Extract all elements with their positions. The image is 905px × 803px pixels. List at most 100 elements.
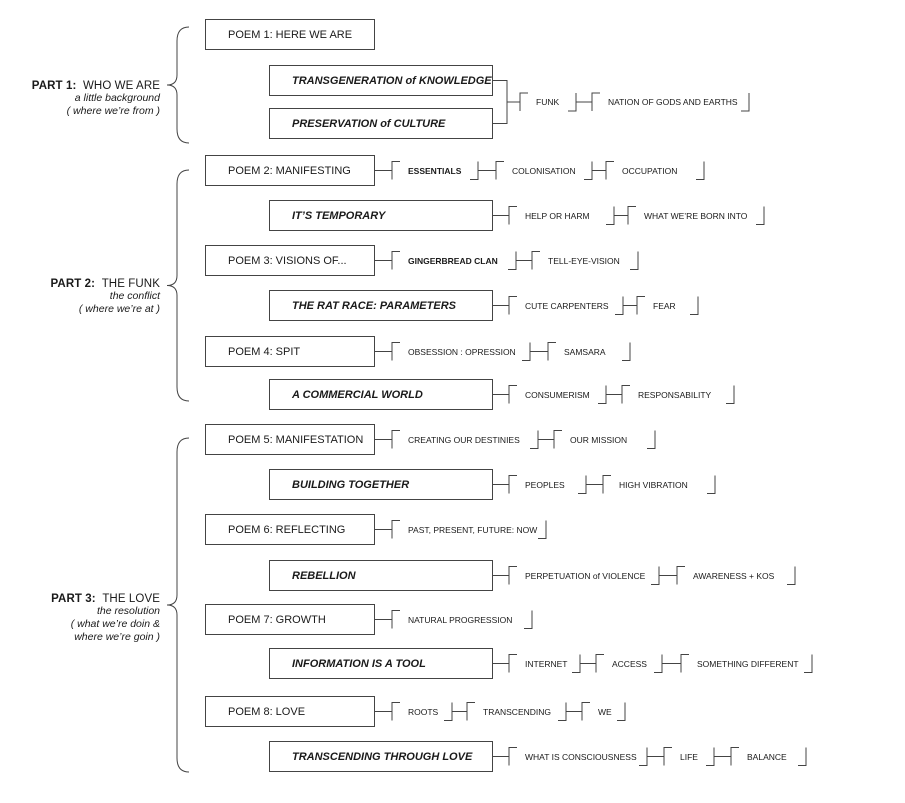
section-box: A COMMERCIAL WORLD (269, 379, 493, 410)
tag-label: SAMSARA (564, 346, 606, 357)
part-3-note: ( what we’re doin & (70, 618, 160, 630)
tag-label: PAST, PRESENT, FUTURE: NOW (408, 524, 538, 535)
section-title: INFORMATION IS A TOOL (292, 657, 426, 670)
tag-label-close (606, 207, 614, 225)
tag-label-close (696, 162, 704, 180)
tag-label-open (509, 748, 517, 766)
tag-label-open (677, 567, 685, 585)
tag-label: INTERNET (525, 658, 568, 669)
part-3-note-line2: where we’re goin ) (74, 631, 160, 643)
poem-title: POEM 7: GROWTH (228, 613, 326, 626)
tag-label-close (558, 703, 566, 721)
tag-label-open (603, 476, 611, 494)
section-title: IT’S TEMPORARY (292, 209, 386, 222)
part-2-note: ( where we’re at ) (78, 303, 160, 315)
tag-label-close (639, 748, 647, 766)
tag-label-open (509, 297, 517, 315)
section-box: REBELLION (269, 560, 493, 591)
poem-box: POEM 7: GROWTH (205, 604, 375, 635)
tag-label: PERPETUATION of VIOLENCE (525, 570, 646, 581)
section-title: BUILDING TOGETHER (292, 478, 410, 491)
tag-label-open (582, 703, 590, 721)
tag-label: FEAR (653, 300, 676, 311)
tag-label-open (509, 476, 517, 494)
tag-label: WE (598, 706, 612, 717)
tag-label: WHAT IS CONSCIOUSNESS (525, 751, 637, 762)
tag-label-close (584, 162, 592, 180)
tag-label-open (496, 162, 504, 180)
tag-label-open (637, 297, 645, 315)
poem-title: POEM 8: LOVE (228, 705, 306, 718)
poem-box: POEM 6: REFLECTING (205, 514, 375, 545)
part-1-heading: PART 1: WHO WE ARE a little background (… (0, 80, 160, 118)
tag-label-close (578, 476, 586, 494)
tag-label-open (628, 207, 636, 225)
section-title: REBELLION (292, 569, 356, 582)
poem-title: POEM 4: SPIT (228, 345, 301, 358)
tag-label-close (508, 252, 516, 270)
tag-label-close (524, 611, 532, 629)
section-box: INFORMATION IS A TOOL (269, 648, 493, 679)
tag-label: ESSENTIALS (408, 165, 462, 176)
part-2-heading: PART 2: THE FUNK the conflict ( where we… (0, 278, 160, 316)
tag-label: WHAT WE’RE BORN INTO (644, 210, 748, 221)
tag-label: OUR MISSION (570, 434, 628, 445)
tag-label-open (392, 252, 400, 270)
tag-label-close (804, 655, 812, 673)
part-3-heading: PART 3: THE LOVE the resolution ( what w… (0, 593, 160, 644)
poem-box: POEM 5: MANIFESTATION (205, 424, 375, 455)
tag-label: NATURAL PROGRESSION (408, 614, 513, 625)
tag-label: RESPONSABILITY (638, 389, 712, 400)
tag-label-open (392, 521, 400, 539)
tag-label-close (741, 93, 749, 111)
tag-label-close (598, 386, 606, 404)
tag-label-close (444, 703, 452, 721)
tag-label-close (572, 655, 580, 673)
tag-label: NATION OF GODS AND EARTHS (608, 97, 738, 107)
tag-label-close (756, 207, 764, 225)
tag-label-open (392, 611, 400, 629)
poem-box: POEM 3: VISIONS OF... (205, 245, 375, 276)
section-box: TRANSGENERATION of KNOWLEDGE (269, 65, 493, 96)
tag-label-close (530, 431, 538, 449)
tag-label-open (596, 655, 604, 673)
tag-label-close (651, 567, 659, 585)
poem-box: POEM 4: SPIT (205, 336, 375, 367)
tag-label-close (630, 252, 638, 270)
tag-label-close (798, 748, 806, 766)
tag-label-open (731, 748, 739, 766)
tag-label-close (726, 386, 734, 404)
tag-label: CUTE CARPENTERS (525, 300, 609, 311)
tag-label: AWARENESS + KOS (693, 570, 775, 581)
tag-label: SOMETHING DIFFERENT (697, 658, 799, 669)
section-title: PRESERVATION of CULTURE (292, 117, 446, 130)
tag-label: HIGH VIBRATION (619, 479, 688, 490)
tag-label-open (509, 567, 517, 585)
tag-label: LIFE (680, 751, 698, 762)
tag-label-close (522, 343, 530, 361)
tag-label-close (654, 655, 662, 673)
section-title: THE RAT RACE: PARAMETERS (292, 299, 456, 312)
section-box: BUILDING TOGETHER (269, 469, 493, 500)
section-box: THE RAT RACE: PARAMETERS (269, 290, 493, 321)
part-1-subtitle: a little background (74, 92, 160, 104)
tag-label-open (532, 252, 540, 270)
poem-title: POEM 2: MANIFESTING (228, 164, 351, 177)
tag-label: TELL-EYE-VISION (548, 255, 620, 266)
tag-label-open (467, 703, 475, 721)
tag-label-open (606, 162, 614, 180)
tag-label-close (470, 162, 478, 180)
tag-label-open (554, 431, 562, 449)
tag-label: OCCUPATION (622, 165, 678, 176)
part-2-brace (167, 170, 189, 401)
poem-box: POEM 8: LOVE (205, 696, 375, 727)
poem-box: POEM 2: MANIFESTING (205, 155, 375, 186)
tag-label: HELP OR HARM (525, 210, 590, 221)
part-3-title: PART 3: THE LOVE (51, 593, 160, 605)
tag-label: ROOTS (408, 706, 439, 717)
tag-label-close (617, 703, 625, 721)
tag-label: BALANCE (747, 751, 787, 762)
part-1-brace (167, 27, 189, 143)
